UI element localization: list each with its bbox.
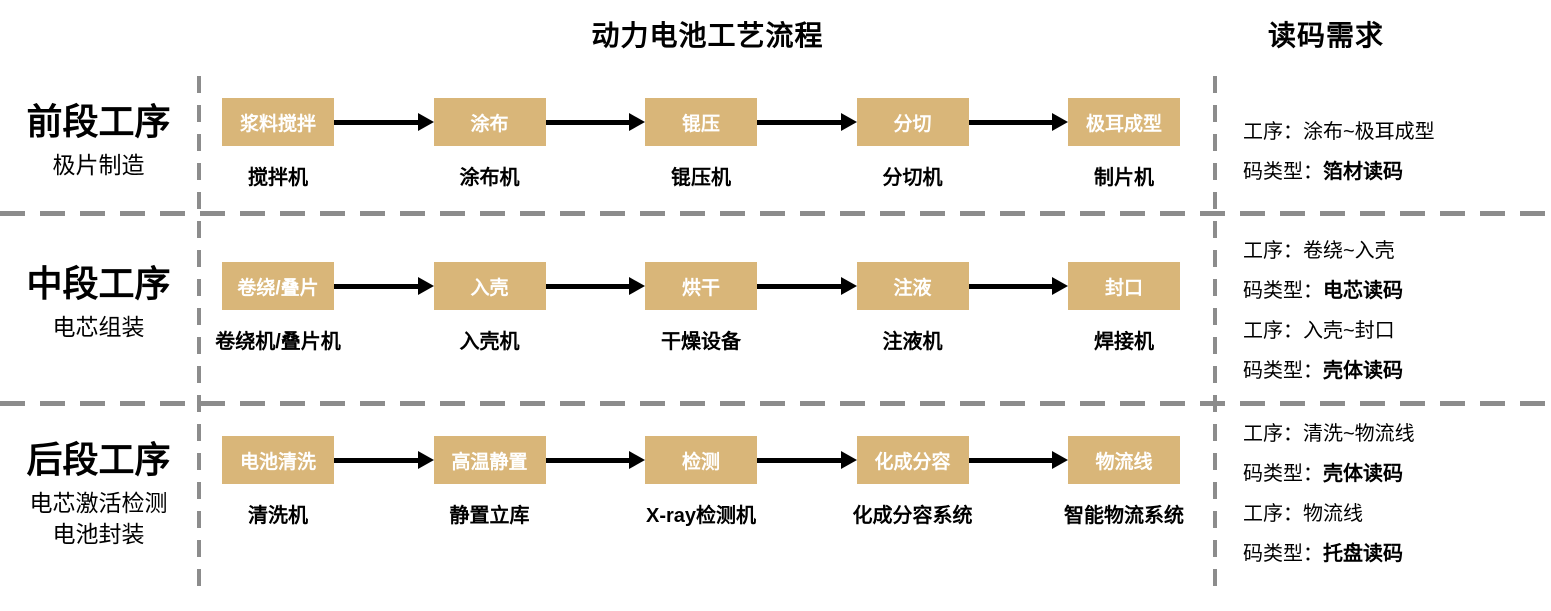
stage-subtitle-line: 电芯组装	[52, 314, 145, 340]
stage-label-middle: 中段工序 电芯组装	[0, 262, 197, 343]
process-step: 注液 注液机	[856, 262, 969, 354]
process-box: 注液	[856, 262, 969, 310]
process-box: 电池清洗	[222, 436, 334, 484]
process-box: 入壳	[433, 262, 546, 310]
arrow-right-icon	[545, 98, 645, 146]
process-box: 涂布	[433, 98, 546, 146]
code-requirements-front: 工序：涂布~极耳成型 码类型：箔材读码	[1243, 112, 1543, 192]
requirement-line: 码类型：箔材读码	[1243, 161, 1403, 183]
arrow-right-icon	[757, 436, 857, 484]
process-step: 烘干 干燥设备	[645, 262, 757, 354]
stage-title: 后段工序	[26, 439, 171, 480]
requirement-line: 码类型：壳体读码	[1243, 360, 1403, 382]
machine-label: 卷绕机/叠片机	[215, 331, 341, 353]
arrow-right-icon	[334, 262, 434, 310]
requirement-line: 码类型：托盘读码	[1243, 543, 1403, 565]
process-box: 卷绕/叠片	[222, 262, 334, 310]
stage-title: 前段工序	[26, 101, 171, 142]
process-step: 锟压 锟压机	[645, 98, 757, 190]
requirement-line: 工序：物流线	[1243, 503, 1363, 525]
machine-label: 制片机	[1094, 167, 1154, 189]
process-step: 入壳 入壳机	[433, 262, 546, 354]
process-box: 检测	[645, 436, 757, 484]
machine-label: X-ray检测机	[645, 505, 757, 527]
process-step: 封口 焊接机	[1068, 262, 1180, 354]
process-box: 封口	[1068, 262, 1180, 310]
stage-subtitle-line: 电池封装	[52, 521, 145, 547]
code-requirements-title: 读码需求	[1268, 20, 1385, 51]
process-step: 分切 分切机	[856, 98, 969, 190]
machine-label: 入壳机	[459, 331, 520, 353]
arrow-right-icon	[968, 98, 1068, 146]
stage-subtitle: 电芯激活检测 电池封装	[0, 488, 197, 550]
process-box: 化成分容	[856, 436, 969, 484]
stage-title: 中段工序	[26, 263, 171, 304]
process-chain-back: 电池清洗 清洗机 高温静置 静置立库 检测 X-ray检测机 化成分容 化成分容…	[197, 436, 1215, 528]
row-divider-2	[0, 401, 1551, 406]
arrow-right-icon	[334, 98, 434, 146]
stage-row-back: 后段工序 电芯激活检测 电池封装 电池清洗 清洗机 高温静置 静置立库 检测 X…	[0, 406, 1551, 611]
stage-row-front: 前段工序 极片制造 浆料搅拌 搅拌机 涂布 涂布机 锟压 锟压机	[0, 60, 1551, 211]
process-box: 分切	[856, 98, 969, 146]
requirements-column-divider	[1213, 76, 1217, 588]
requirement-line: 工序：入壳~封口	[1243, 320, 1395, 342]
machine-label: 化成分容系统	[852, 505, 973, 527]
arrow-right-icon	[757, 98, 857, 146]
machine-label: 注液机	[882, 331, 943, 353]
code-requirements-back: 工序：清洗~物流线 码类型：壳体读码 工序：物流线 码类型：托盘读码	[1243, 414, 1543, 574]
process-box: 高温静置	[433, 436, 546, 484]
stage-subtitle: 电芯组装	[0, 312, 197, 343]
process-step: 化成分容 化成分容系统	[853, 436, 973, 528]
arrow-right-icon	[757, 262, 857, 310]
arrow-right-icon	[334, 436, 434, 484]
process-box: 极耳成型	[1068, 98, 1180, 146]
machine-label: 智能物流系统	[1064, 505, 1184, 527]
requirement-line: 工序：卷绕~入壳	[1243, 240, 1395, 262]
requirement-line: 码类型：电芯读码	[1243, 280, 1403, 302]
machine-label: 涂布机	[459, 167, 520, 189]
process-box: 浆料搅拌	[222, 98, 334, 146]
row-divider-1	[0, 211, 1551, 216]
process-step: 浆料搅拌 搅拌机	[222, 98, 334, 190]
process-step: 高温静置 静置立库	[433, 436, 546, 528]
process-chain-middle: 卷绕/叠片 卷绕机/叠片机 入壳 入壳机 烘干 干燥设备 注液 注液机 封口 焊…	[197, 262, 1215, 354]
process-step: 检测 X-ray检测机	[645, 436, 757, 528]
machine-label: 焊接机	[1094, 331, 1154, 353]
process-step: 极耳成型 制片机	[1068, 98, 1180, 190]
diagram-title: 动力电池工艺流程	[591, 20, 824, 51]
process-step: 涂布 涂布机	[433, 98, 546, 190]
process-chain-front: 浆料搅拌 搅拌机 涂布 涂布机 锟压 锟压机 分切 分切机 极耳成型 制片机	[197, 98, 1215, 190]
arrow-right-icon	[968, 436, 1068, 484]
arrow-right-icon	[968, 262, 1068, 310]
requirement-line: 码类型：壳体读码	[1243, 463, 1403, 485]
machine-label: 锟压机	[671, 167, 731, 189]
stage-row-middle: 中段工序 电芯组装 卷绕/叠片 卷绕机/叠片机 入壳 入壳机 烘干 干燥设备	[0, 216, 1551, 401]
process-box: 锟压	[645, 98, 757, 146]
machine-label: 干燥设备	[661, 331, 741, 353]
arrow-right-icon	[545, 436, 645, 484]
requirement-line: 工序：涂布~极耳成型	[1243, 121, 1435, 143]
stage-subtitle-line: 极片制造	[52, 152, 145, 178]
stage-column-divider	[197, 76, 201, 588]
machine-label: 分切机	[882, 167, 943, 189]
process-step: 物流线 智能物流系统	[1064, 436, 1184, 528]
process-step: 卷绕/叠片 卷绕机/叠片机	[215, 262, 341, 354]
process-step: 电池清洗 清洗机	[222, 436, 334, 528]
requirement-line: 工序：清洗~物流线	[1243, 423, 1415, 445]
arrow-right-icon	[545, 262, 645, 310]
code-requirements-middle: 工序：卷绕~入壳 码类型：电芯读码 工序：入壳~封口 码类型：壳体读码	[1243, 231, 1543, 391]
machine-label: 静置立库	[449, 505, 530, 527]
process-box: 物流线	[1068, 436, 1180, 484]
stage-label-front: 前段工序 极片制造	[0, 100, 197, 181]
machine-label: 搅拌机	[248, 167, 308, 189]
machine-label: 清洗机	[248, 505, 308, 527]
process-box: 烘干	[645, 262, 757, 310]
stage-subtitle-line: 电芯激活检测	[29, 490, 168, 516]
stage-subtitle: 极片制造	[0, 150, 197, 181]
stage-label-back: 后段工序 电芯激活检测 电池封装	[0, 438, 197, 550]
